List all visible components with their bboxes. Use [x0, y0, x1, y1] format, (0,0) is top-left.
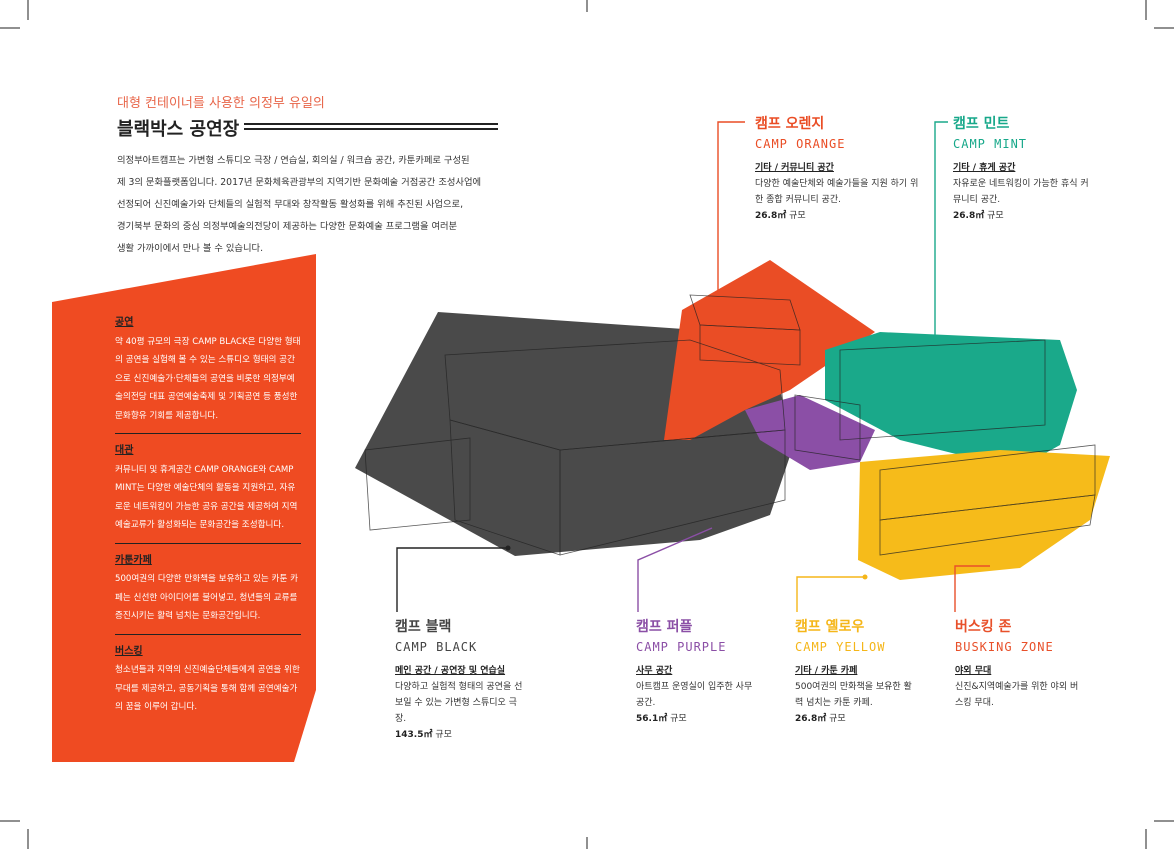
size-unit: 규모: [670, 714, 687, 724]
intro-line: 생활 가까이에서 만나 볼 수 있습니다.: [117, 243, 264, 254]
section-heading: 버스킹: [115, 645, 143, 657]
section-body: 커뮤니티 및 휴게공간 CAMP ORANGE와 CAMP MINT는 다양한 …: [115, 464, 298, 531]
section-body: 500여권의 다양한 만화책을 보유하고 있는 카툰 카페는 신선한 아이디어를…: [115, 574, 299, 621]
label-camp-purple: 캠프 퍼플 CAMP PURPLE 사무 공간 아트캠프 운영실이 입주한 사무…: [636, 618, 756, 727]
label-busking-zone: 버스킹 존 BUSKING ZONE 야외 무대 신진&지역예술가를 위한 야외…: [955, 618, 1080, 711]
camp-name-kr: 캠프 퍼플: [636, 619, 693, 635]
size-unit: 규모: [435, 730, 452, 740]
camp-category: 기타 / 커뮤니티 공간: [755, 163, 834, 173]
label-camp-orange: 캠프 오렌지 CAMP ORANGE 기타 / 커뮤니티 공간 다양한 예술단체…: [755, 115, 925, 224]
camp-description: 아트캠프 운영실이 입주한 사무공간.: [636, 682, 753, 708]
camp-description: 신진&지역예술가를 위한 야외 버스킹 무대.: [955, 682, 1079, 708]
camp-category: 기타 / 카툰 카페: [795, 666, 858, 676]
size-unit: 규모: [829, 714, 846, 724]
size-value: 26.8㎡: [795, 714, 827, 724]
camp-size: 143.5㎡ 규모: [395, 727, 525, 743]
label-camp-yellow: 캠프 옐로우 CAMP YELLOW 기타 / 카툰 카페 500여권의 만화책…: [795, 618, 920, 727]
camp-name-kr: 캠프 옐로우: [795, 619, 865, 635]
camp-description: 자유로운 네트워킹이 가능한 휴식 커뮤니티 공간.: [953, 179, 1089, 205]
intro-line: 제 3의 문화플랫폼입니다. 2017년 문화체육관광부의 지역기반 문화예술 …: [117, 177, 482, 188]
camp-description: 500여권의 만화책을 보유한 활력 넘치는 카툰 카페.: [795, 682, 912, 708]
camp-size: 56.1㎡ 규모: [636, 711, 756, 727]
divider: [115, 542, 301, 544]
title-double-rule: [244, 123, 498, 130]
header-subtitle: 대형 컨테이너를 사용한 의정부 유일의: [117, 96, 325, 111]
camp-description: 다양하고 실험적 형태의 공연을 선보일 수 있는 가변형 스튜디오 극장.: [395, 682, 523, 724]
camp-size: 26.8㎡ 규모: [795, 711, 920, 727]
intro-line: 의정부아트캠프는 가변형 스튜디오 극장 / 연습실, 회의실 / 워크숍 공간…: [117, 155, 470, 166]
orange-panel-shape: [52, 254, 316, 762]
size-value: 143.5㎡: [395, 730, 433, 740]
zone-yellow: [858, 450, 1110, 580]
zone-orange: [664, 260, 875, 440]
camp-name-kr: 캠프 민트: [953, 116, 1010, 132]
camp-name-kr: 캠프 블랙: [395, 619, 452, 635]
intro-line: 선정되어 신진예술가와 단체들의 실험적 무대와 창작활동 활성화를 위해 추진…: [117, 199, 464, 210]
camp-name-en: CAMP ORANGE: [755, 137, 846, 151]
camp-name-en: CAMP YELLOW: [795, 640, 886, 654]
size-unit: 규모: [987, 211, 1004, 221]
camp-name-en: BUSKING ZONE: [955, 640, 1054, 654]
camp-name-kr: 캠프 오렌지: [755, 116, 825, 132]
camp-category: 기타 / 휴게 공간: [953, 163, 1016, 173]
camp-name-en: CAMP MINT: [953, 137, 1028, 151]
program-sections: 공연 약 40평 규모의 극장 CAMP BLACK은 다양한 형태의 공연을 …: [115, 312, 301, 717]
size-value: 56.1㎡: [636, 714, 668, 724]
intro-line: 경기북부 문화의 중심 의정부예술의전당이 제공하는 다양한 문화예술 프로그램…: [117, 221, 458, 232]
size-value: 26.8㎡: [953, 211, 985, 221]
section-body: 약 40평 규모의 극장 CAMP BLACK은 다양한 형태의 공연을 실험해…: [115, 336, 301, 421]
camp-name-kr: 버스킹 존: [955, 619, 1012, 635]
label-camp-mint: 캠프 민트 CAMP MINT 기타 / 휴게 공간 자유로운 네트워킹이 가능…: [953, 115, 1093, 224]
camp-name-en: CAMP PURPLE: [636, 640, 727, 654]
camp-category: 메인 공간 / 공연장 및 연습실: [395, 666, 506, 676]
label-camp-black: 캠프 블랙 CAMP BLACK 메인 공간 / 공연장 및 연습실 다양하고 …: [395, 618, 525, 743]
divider: [115, 633, 301, 635]
zone-purple: [745, 395, 875, 470]
size-value: 26.8㎡: [755, 211, 787, 221]
camp-description: 다양한 예술단체와 예술가들을 지원 하기 위한 종합 커뮤니티 공간.: [755, 179, 919, 205]
size-unit: 규모: [789, 211, 806, 221]
camp-category: 야외 무대: [955, 666, 992, 676]
divider: [115, 433, 301, 434]
camp-name-en: CAMP BLACK: [395, 640, 478, 654]
section-heading: 카툰카페: [115, 554, 152, 566]
camp-size: 26.8㎡ 규모: [953, 208, 1093, 224]
intro-paragraph: 의정부아트캠프는 가변형 스튜디오 극장 / 연습실, 회의실 / 워크숍 공간…: [117, 150, 517, 260]
section-heading: 공연: [115, 317, 134, 328]
camp-size: 26.8㎡ 규모: [755, 208, 925, 224]
page-title: 블랙박스 공연장: [117, 119, 240, 140]
section-heading: 대관: [115, 445, 134, 456]
zone-mint: [825, 332, 1077, 470]
camp-category: 사무 공간: [636, 666, 673, 676]
section-body: 청소년들과 지역의 신진예술단체들에게 공연을 위한 무대를 제공하고, 공동기…: [115, 665, 300, 712]
